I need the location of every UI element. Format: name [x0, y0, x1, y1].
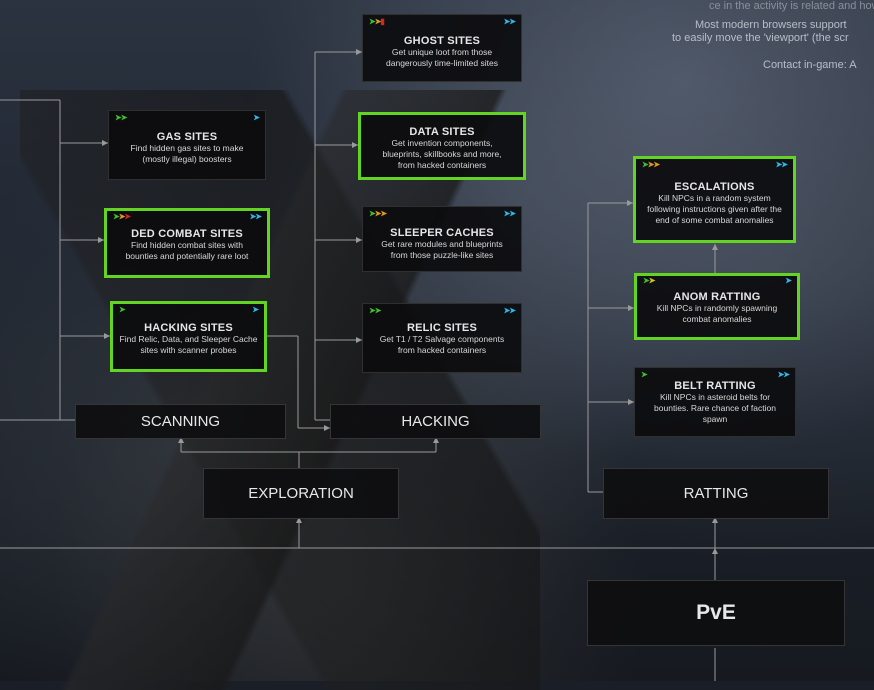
difficulty-chevron-icon: ➤➤ [115, 113, 127, 122]
difficulty-chevron-icon: ➤➤➤ [642, 160, 660, 169]
escalations-node[interactable]: ➤➤➤ ➤➤ ESCALATIONS Kill NPCs in a random… [633, 156, 796, 243]
node-desc-1: Kill NPCs in asteroid belts for [659, 392, 771, 402]
node-title: HACKING SITES [144, 322, 233, 334]
profit-chevron-icon: ➤ [252, 305, 259, 314]
profit-chevron-icon: ➤ [785, 276, 792, 285]
node-desc-2: combat anomalies [682, 314, 752, 324]
ship-silhouette [20, 90, 540, 690]
node-desc-2: from those puzzle-like sites [390, 250, 494, 260]
intro-text: ce in the activity is related and how it… [664, 0, 874, 72]
difficulty-chevron-icon: ➤➤➤ [113, 212, 131, 221]
node-title: DATA SITES [409, 126, 475, 138]
intro-line-3: to easily move the 'viewport' (the scr [672, 32, 849, 44]
node-desc-1: Get T1 / T2 Salvage components [379, 334, 505, 344]
node-title: GAS SITES [156, 131, 218, 143]
difficulty-chevron-icon: ➤ [641, 370, 648, 379]
profit-chevron-icon: ➤➤ [777, 370, 790, 379]
profit-chevron-icon: ➤➤ [503, 209, 516, 218]
node-desc-2: following instructions given after the [647, 204, 782, 214]
intro-line-4: Contact in-game: A [763, 59, 857, 71]
belt-ratting-node[interactable]: ➤ ➤➤ BELT RATTING Kill NPCs in asteroid … [634, 367, 796, 437]
node-desc-1: Find hidden gas sites to make [130, 143, 244, 153]
node-title: ESCALATIONS [674, 181, 755, 193]
node-desc-1: Find Relic, Data, and Sleeper Cache [119, 334, 258, 344]
sleeper-caches-node[interactable]: ➤➤➤ ➤➤ SLEEPER CACHES Get rare modules a… [362, 206, 522, 272]
node-desc-2: blueprints, skillbooks and more, [382, 149, 502, 159]
difficulty-chevron-icon: ➤➤ [369, 306, 381, 315]
node-desc-3: spawn [702, 414, 728, 424]
difficulty-chevron-icon: ➤ [119, 305, 126, 314]
ded-combat-sites-node[interactable]: ➤➤➤ ➤➤ DED COMBAT SITES Find hidden comb… [104, 208, 270, 278]
difficulty-chevron-icon: ➤➤➤ [369, 209, 387, 218]
intro-line-2: Most modern browsers support [695, 19, 847, 31]
node-desc-3: end of some combat anomalies [655, 215, 774, 225]
profit-chevron-icon: ➤ [253, 113, 260, 122]
node-desc-1: Get rare modules and blueprints [381, 239, 503, 249]
node-desc-1: Kill NPCs in randomly spawning [656, 303, 778, 313]
node-desc-2: (mostly illegal) boosters [142, 154, 232, 164]
node-desc-1: Kill NPCs in a random system [658, 193, 771, 203]
ratting-category[interactable]: RATTING [603, 468, 829, 519]
difficulty-chevron-icon: ➤➤▮ [369, 17, 385, 26]
node-title: GHOST SITES [403, 35, 481, 47]
node-desc-1: Find hidden combat sites with [131, 240, 243, 250]
node-desc-2: bounties and potentially rare loot [125, 251, 249, 261]
hacking-category[interactable]: HACKING [330, 404, 541, 439]
pve-category[interactable]: PvE [587, 580, 845, 646]
node-desc-1: Get invention components, [391, 138, 493, 148]
profit-chevron-icon: ➤➤ [775, 160, 788, 169]
node-desc-2: bounties. Rare chance of faction [654, 403, 776, 413]
relic-sites-node[interactable]: ➤➤ ➤➤ RELIC SITES Get T1 / T2 Salvage co… [362, 303, 522, 373]
node-title: RELIC SITES [406, 322, 478, 334]
hacking-sites-node[interactable]: ➤ ➤ HACKING SITES Find Relic, Data, and … [110, 301, 267, 372]
exploration-category[interactable]: EXPLORATION [203, 468, 399, 519]
ghost-sites-node[interactable]: ➤➤▮ ➤➤ GHOST SITES Get unique loot from … [362, 14, 522, 82]
intro-line-1: ce in the activity is related and how it [709, 0, 874, 12]
node-desc-2: from hacked containers [397, 345, 487, 355]
node-title: DED COMBAT SITES [131, 228, 243, 240]
scanning-category[interactable]: SCANNING [75, 404, 286, 439]
node-desc-2: dangerously time-limited sites [386, 58, 498, 68]
data-sites-node[interactable]: DATA SITES Get invention components, blu… [358, 112, 526, 180]
profit-chevron-icon: ➤➤ [503, 17, 516, 26]
node-desc-1: Get unique loot from those [391, 47, 493, 57]
anom-ratting-node[interactable]: ➤➤ ➤ ANOM RATTING Kill NPCs in randomly … [634, 273, 800, 340]
node-title: SLEEPER CACHES [390, 227, 494, 239]
node-desc-2: sites with scanner probes [140, 345, 237, 355]
profit-chevron-icon: ➤➤ [249, 212, 262, 221]
node-desc-3: from hacked containers [397, 160, 487, 170]
node-title: BELT RATTING [674, 380, 756, 392]
gas-sites-node[interactable]: ➤➤ ➤ GAS SITES Find hidden gas sites to … [108, 110, 266, 180]
profit-chevron-icon: ➤➤ [503, 306, 516, 315]
node-title: ANOM RATTING [673, 291, 761, 303]
difficulty-chevron-icon: ➤➤ [643, 276, 655, 285]
